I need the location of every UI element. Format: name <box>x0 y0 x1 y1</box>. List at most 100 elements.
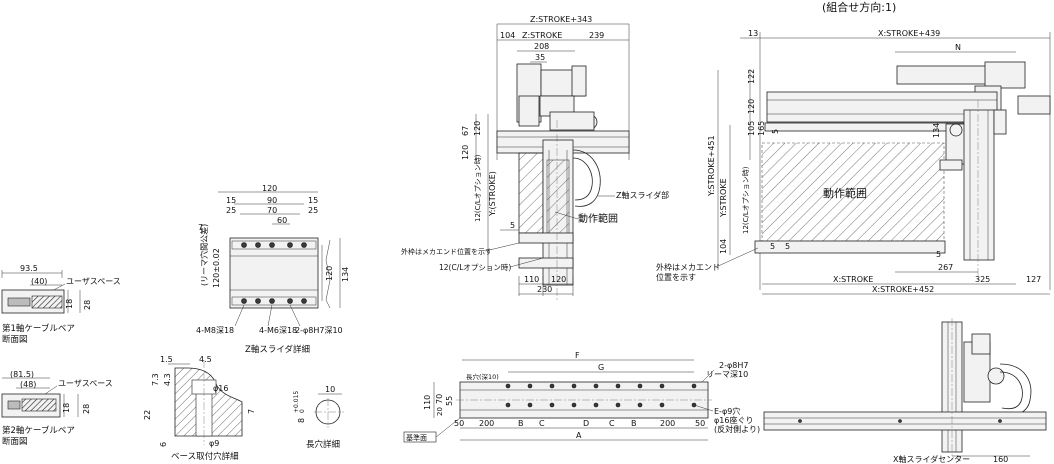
zsd-dim-60: 60 <box>277 216 287 225</box>
cable-bear-axis1-section: 93.5 (40) ユーザスペース 18 28 第1軸ケーブルベア 断面図 <box>1 264 121 345</box>
zsd-dim-right-120: 120 <box>325 266 334 281</box>
bhd-dim-phi16: φ16 <box>213 384 228 393</box>
slot-dim-10: 10 <box>325 385 335 394</box>
bv-hole-note-line2: φ16座ぐり <box>714 415 753 425</box>
axis1-caption-line1: 第1軸ケーブルベア <box>2 323 75 334</box>
slot-tol-bot: 0 <box>299 409 306 413</box>
axis2-caption-line1: 第2軸ケーブルベア <box>2 425 75 436</box>
axis2-dim-h1: 18 <box>62 403 71 413</box>
axis1-caption-line2: 断面図 <box>2 334 28 345</box>
axis2-caption-line2: 断面図 <box>2 436 28 447</box>
zsd-dim-15b: 15 <box>308 196 318 205</box>
zsd-hole-m6: 4-M6深18 <box>259 326 297 335</box>
bv-dim-a: A <box>576 431 582 440</box>
xyv-dim-127: 127 <box>1026 275 1041 284</box>
bv-dim-g: G <box>598 363 604 372</box>
zv-dim-35: 35 <box>535 53 545 62</box>
zv-dim-zstroke: Z:STROKE <box>522 31 562 40</box>
zv-dim-208: 208 <box>534 42 549 51</box>
zv-dim-120b: 120 <box>461 145 470 160</box>
zsd-dim-7: 7 <box>198 223 203 232</box>
xyv-dim-ystroke451: Y:STROKE+451 <box>707 135 716 197</box>
xyv-dim-xstroke452: X:STROKE+452 <box>872 285 934 294</box>
bv-datum: 基準面 <box>406 433 427 442</box>
zsd-hole-reamer: 2-φ8H7深10 <box>295 326 343 335</box>
zsd-dim-70: 70 <box>267 206 277 215</box>
bv-dim-20: 20 <box>436 407 444 416</box>
bv-dim-55: 55 <box>445 396 454 406</box>
xyv-dim-ystroke: Y:STROKE <box>719 178 728 218</box>
zv-dim-67: 67 <box>461 126 470 136</box>
slot-tol-top: +0.015 <box>293 391 300 413</box>
bv-reamer-note-line1: 2-φ8H7 <box>719 361 748 370</box>
bv-dim-200a: 200 <box>479 419 494 428</box>
bv-dim-f: F <box>575 351 580 360</box>
x-slider-view: 160 X軸スライダセンター <box>763 318 1047 464</box>
xyv-dim-134: 134 <box>932 123 941 138</box>
xyv-dim-105: 105 <box>747 121 756 136</box>
zv-dim-5: 5 <box>510 221 515 230</box>
axis1-dim-h2: 28 <box>83 300 92 310</box>
slot-detail: 10 +0.015 0 8 長穴詳細 <box>293 385 344 450</box>
bv-dim-d: D <box>583 419 589 428</box>
bhd-dim-7: 7 <box>247 409 256 414</box>
axis1-user-space-label: ユーザスペース <box>66 277 121 286</box>
xyv-dim-165: 165 <box>757 121 766 136</box>
xyv-dim-5a: 5 <box>771 129 780 134</box>
zv-dim-104: 104 <box>500 31 515 40</box>
bhd-dim-22: 22 <box>143 410 152 420</box>
xyv-dim-5b: 5 <box>770 242 775 251</box>
bhd-dim-phi9: φ9 <box>209 439 219 448</box>
bv-dim-50b: 50 <box>695 419 705 428</box>
axis1-dim-total: 93.5 <box>20 264 38 273</box>
combination-direction: (組合せ方向:1) <box>822 0 896 14</box>
bv-dim-b2: B <box>631 419 637 428</box>
xyv-operating-range: 動作範囲 <box>823 186 867 200</box>
zsd-dim-90: 90 <box>267 196 277 205</box>
xyv-dim-n: N <box>955 43 961 52</box>
xyv-dim-xstroke: X:STROKE <box>833 275 873 284</box>
slot-dim-8: 8 <box>297 418 306 423</box>
zv-dim-zstroke343: Z:STROKE+343 <box>530 15 592 24</box>
zv-dim-110: 110 <box>524 275 539 284</box>
z-slider-detail: 120 15 90 15 25 70 25 60 7 (リーマ穴間公差) 120… <box>196 184 350 355</box>
axis2-dim-h2: 28 <box>82 404 91 414</box>
zv-cl-option: 12(C/Lオプション時) <box>439 263 511 272</box>
axis1-dim-h1: 18 <box>65 299 74 309</box>
bhd-dim-6: 6 <box>159 442 168 447</box>
zv-dim-230: 230 <box>537 285 552 294</box>
bv-dim-50a: 50 <box>454 419 464 428</box>
bv-dim-200b: 200 <box>660 419 675 428</box>
xyv-dim-xstroke439: X:STROKE+439 <box>878 29 940 38</box>
zsd-dim-15a: 15 <box>226 196 236 205</box>
zsd-dim-25a: 25 <box>226 206 236 215</box>
bv-dim-c1: C <box>539 419 545 428</box>
bv-reamer-note-line2: リーマ深10 <box>706 370 748 379</box>
xsv-caption: X軸スライダセンター <box>893 454 970 464</box>
bhd-caption: ベース取付穴詳細 <box>171 451 239 462</box>
xyv-dim-120: 120 <box>747 99 756 114</box>
zsd-dim-120: 120 <box>262 184 277 193</box>
zsd-dim-25b: 25 <box>308 206 318 215</box>
zv-mech-end-note: 外枠はメカエンド位置を示す <box>401 247 492 256</box>
zsd-caption: Z軸スライダ詳細 <box>245 344 310 355</box>
zv-dim-12cl: 12(C/Lオプション時) <box>474 154 482 222</box>
zv-dim-239: 239 <box>589 31 604 40</box>
xyv-dim-13: 13 <box>748 29 758 38</box>
axis2-dim-total: (81.5) <box>10 370 34 379</box>
xyv-mech-end-line2: 位置を示す <box>656 272 696 282</box>
bhd-dim-7-3: 7.3 <box>151 373 160 386</box>
base-view: F G 長穴(深10) 2-φ8H7 リーマ深10 110 70 20 55 <box>403 351 760 443</box>
xyv-dim-267: 267 <box>938 263 953 272</box>
bhd-dim-1-5: 1.5 <box>160 355 173 364</box>
zv-slider-part: Z軸スライダ部 <box>616 190 669 200</box>
xyv-dim-5c: 5 <box>785 242 790 251</box>
bv-dim-110: 110 <box>423 395 432 410</box>
bv-dim-70: 70 <box>435 394 444 404</box>
xyv-dim-104: 104 <box>719 239 728 254</box>
xyv-dim-5d: 5 <box>936 250 941 259</box>
zv-operating-range: 動作範囲 <box>578 212 618 225</box>
zv-dim-120c: 120 <box>551 275 566 284</box>
cable-bear-axis2-section: (81.5) (48) ユーザスペース 18 28 第2軸ケーブルベア 断面図 <box>1 370 113 447</box>
